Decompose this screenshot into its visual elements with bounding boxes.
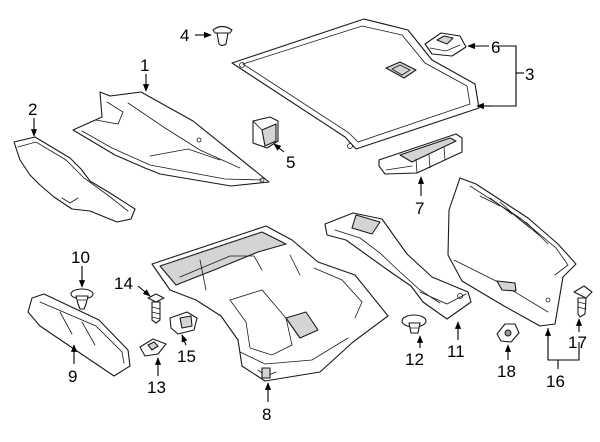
leader-lines	[30, 31, 583, 402]
callout-16: 16	[546, 372, 565, 391]
callout-18: 18	[497, 362, 516, 381]
bracket-15	[169, 311, 198, 335]
callout-6: 6	[491, 38, 500, 57]
load-floor-cover	[231, 18, 480, 150]
small-bracket	[252, 116, 279, 149]
cover-handle	[424, 32, 467, 57]
callout-labels: 1 2 3 4 5 6 7 8 9 10 11 12 13 14 15 16 1…	[28, 26, 587, 424]
callout-1: 1	[140, 56, 149, 75]
clip-13	[139, 338, 167, 357]
callout-12: 12	[405, 350, 424, 369]
storage-tray	[378, 133, 463, 175]
callout-11: 11	[447, 342, 465, 361]
callout-4: 4	[180, 26, 189, 45]
callout-17: 17	[568, 333, 587, 352]
push-clip-10	[70, 288, 94, 310]
callout-10: 10	[71, 248, 90, 267]
callout-2: 2	[28, 100, 37, 119]
floor-mat	[13, 136, 136, 223]
callout-5: 5	[286, 153, 295, 172]
support-bracket	[324, 212, 472, 320]
right-trim-panel	[447, 177, 577, 327]
callout-8: 8	[262, 405, 271, 424]
rear-floor-panel	[72, 91, 270, 187]
clip-knob	[212, 25, 233, 47]
callout-15: 15	[177, 347, 196, 366]
spare-wheel-tub	[151, 225, 389, 382]
screw-14	[147, 293, 165, 324]
clip-17	[573, 285, 593, 318]
callout-7: 7	[415, 199, 424, 218]
push-clip-12	[401, 314, 427, 334]
callout-9: 9	[68, 367, 77, 386]
callout-3: 3	[525, 65, 534, 84]
clip-18	[496, 323, 520, 343]
callout-13: 13	[147, 378, 166, 397]
side-trim-panel	[27, 293, 131, 377]
callout-14: 14	[114, 274, 133, 293]
